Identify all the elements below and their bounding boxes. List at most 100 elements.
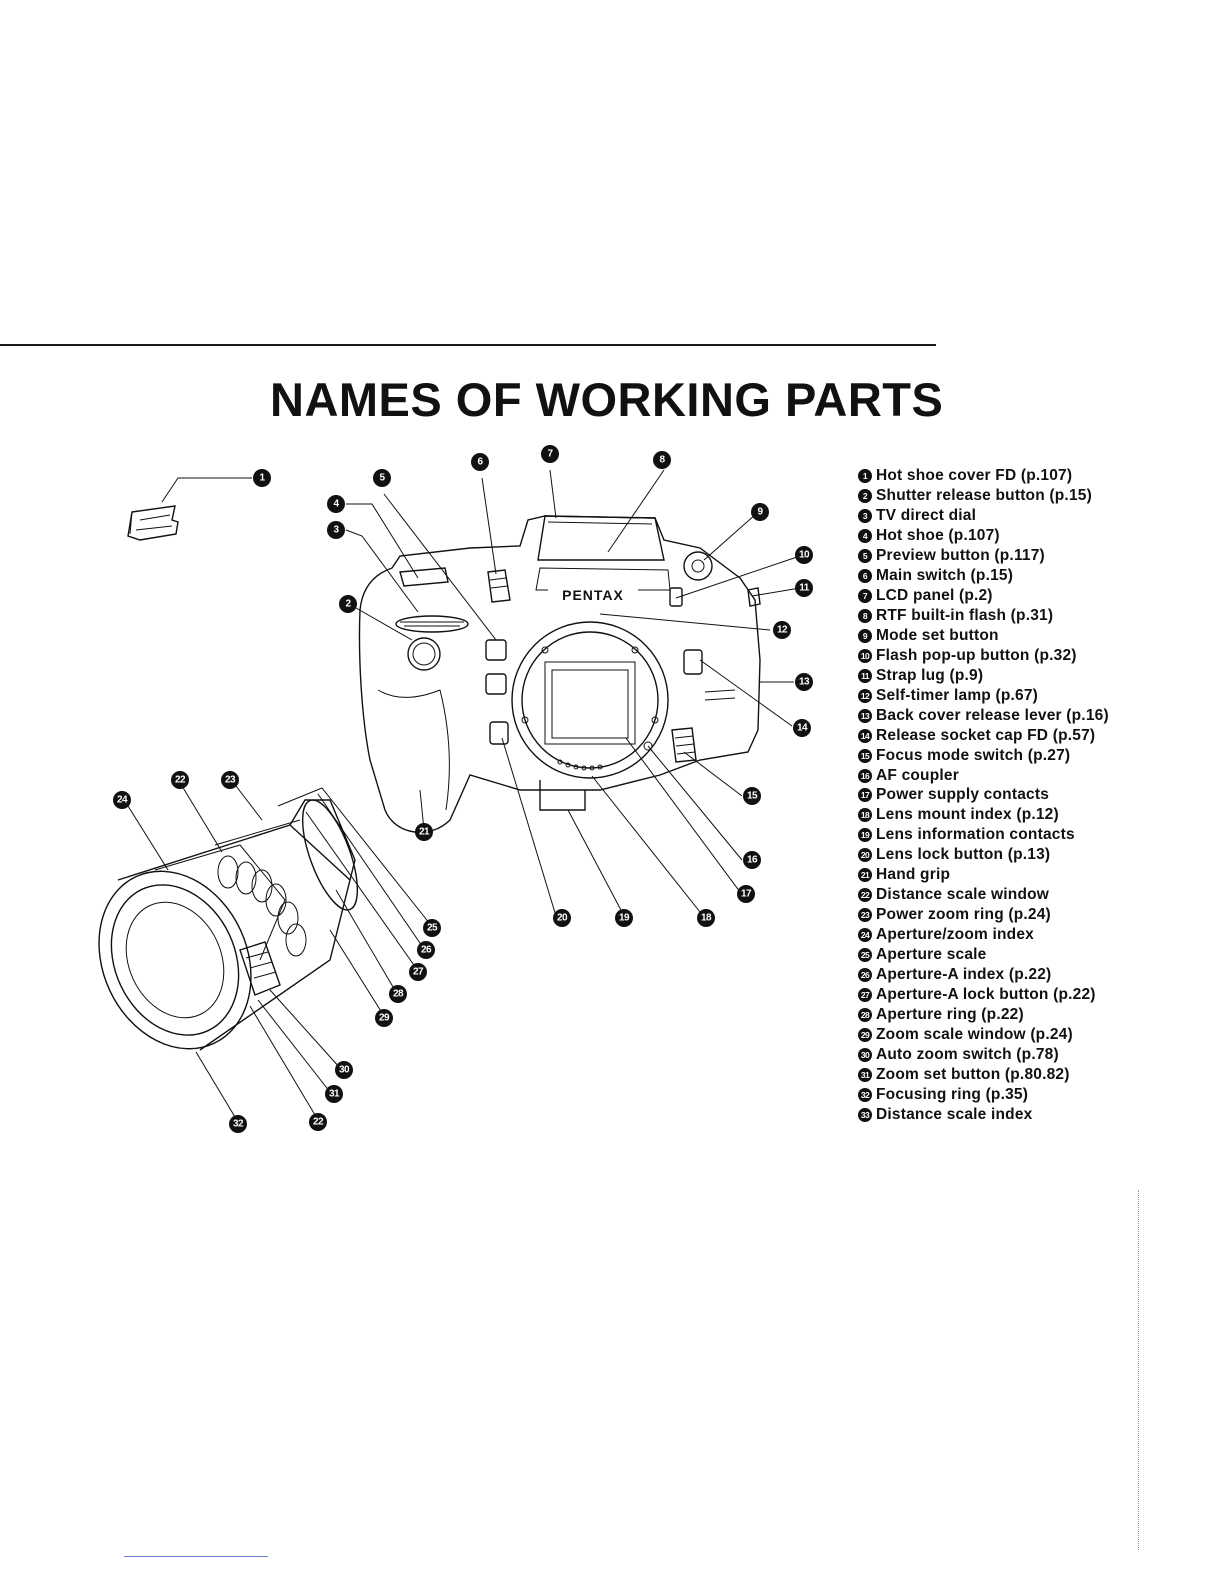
- svg-text:31: 31: [329, 1089, 340, 1100]
- callout-10: 10: [795, 546, 813, 564]
- leader-lines: [127, 469, 801, 1123]
- camera-body-drawing: [358, 515, 761, 834]
- legend-label: AF coupler: [876, 766, 959, 784]
- svg-text:5: 5: [379, 473, 385, 484]
- number-badge: 15: [858, 748, 872, 763]
- number-badge: 30: [858, 1048, 872, 1063]
- number-badge: 9: [858, 628, 872, 643]
- svg-text:1: 1: [259, 473, 265, 484]
- legend-label: Power zoom ring (p.24): [876, 906, 1051, 924]
- number-badge: 4: [858, 528, 872, 543]
- number-badge: 32: [858, 1088, 872, 1103]
- legend-label: Auto zoom switch (p.78): [876, 1046, 1059, 1064]
- callout-17: 17: [737, 885, 755, 903]
- svg-text:20: 20: [557, 913, 568, 924]
- callout-20: 20: [553, 909, 571, 927]
- svg-text:28: 28: [393, 989, 404, 1000]
- number-badge: 22: [858, 888, 872, 903]
- number-badge: 23: [858, 908, 872, 923]
- brand-label: PENTAX: [562, 587, 624, 603]
- svg-text:8: 8: [659, 455, 665, 466]
- legend-label: LCD panel (p.2): [876, 586, 993, 604]
- legend-item: 30 Auto zoom switch (p.78): [858, 1045, 1178, 1065]
- legend-label: Hand grip: [876, 866, 951, 884]
- callout-1: 1: [253, 469, 271, 487]
- legend-label: RTF built-in flash (p.31): [876, 606, 1054, 624]
- svg-text:12: 12: [777, 625, 788, 636]
- legend-label: Lens information contacts: [876, 826, 1075, 844]
- number-badge: 27: [858, 988, 872, 1003]
- callout-30: 30: [335, 1061, 353, 1079]
- number-badge: 8: [858, 608, 872, 623]
- legend-label: Aperture-A index (p.22): [876, 966, 1052, 984]
- svg-text:23: 23: [225, 775, 236, 786]
- callout-18: 18: [697, 909, 715, 927]
- number-badge: 10: [858, 648, 872, 663]
- legend-label: Strap lug (p.9): [876, 666, 984, 684]
- number-badge: 31: [858, 1068, 872, 1083]
- callout-29: 29: [375, 1009, 393, 1027]
- legend-label: Aperture ring (p.22): [876, 1006, 1024, 1024]
- legend-item: 8 RTF built-in flash (p.31): [858, 606, 1178, 626]
- legend-label: Back cover release lever (p.16): [876, 706, 1109, 724]
- legend-label: Main switch (p.15): [876, 566, 1014, 584]
- legend-item: 10 Flash pop-up button (p.32): [858, 646, 1178, 666]
- callout-24: 24: [113, 791, 131, 809]
- number-badge: 13: [858, 708, 872, 723]
- legend-item: 23 Power zoom ring (p.24): [858, 905, 1178, 925]
- callout-3: 3: [327, 521, 345, 539]
- legend-label: TV direct dial: [876, 506, 977, 524]
- number-badge: 17: [858, 788, 872, 803]
- callout-22-top: 22: [171, 771, 189, 789]
- legend-label: Release socket cap FD (p.57): [876, 726, 1096, 744]
- callout-6: 6: [471, 453, 489, 471]
- lens-drawing: [98, 799, 359, 1051]
- legend-label: Zoom scale window (p.24): [876, 1026, 1073, 1044]
- legend-label: Distance scale index: [876, 1105, 1033, 1123]
- number-badge: 24: [858, 928, 872, 943]
- svg-text:26: 26: [421, 945, 432, 956]
- legend-label: Mode set button: [876, 626, 999, 644]
- footer-rule: [124, 1556, 268, 1557]
- legend-label: Shutter release button (p.15): [876, 486, 1092, 504]
- legend-label: Flash pop-up button (p.32): [876, 646, 1077, 664]
- number-badge: 19: [858, 828, 872, 843]
- page-title: NAMES OF WORKING PARTS: [270, 373, 944, 426]
- number-badge: 28: [858, 1008, 872, 1023]
- callout-15: 15: [743, 787, 761, 805]
- camera-diagram: PENTAX 1 2 3 4 5 6 7 8 9 10 11 12 13 14 …: [98, 445, 813, 1133]
- number-badge: 5: [858, 548, 872, 563]
- number-badge: 21: [858, 868, 872, 883]
- svg-text:9: 9: [757, 507, 763, 518]
- legend-item: 9 Mode set button: [858, 626, 1178, 646]
- number-badge: 25: [858, 948, 872, 963]
- callout-28: 28: [389, 985, 407, 1003]
- svg-text:13: 13: [799, 677, 810, 688]
- callout-27: 27: [409, 963, 427, 981]
- number-badge: 18: [858, 808, 872, 823]
- callout-25: 25: [423, 919, 441, 937]
- legend-label: Lens mount index (p.12): [876, 806, 1059, 824]
- callout-31: 31: [325, 1085, 343, 1103]
- callout-22-bottom: 22: [309, 1113, 327, 1131]
